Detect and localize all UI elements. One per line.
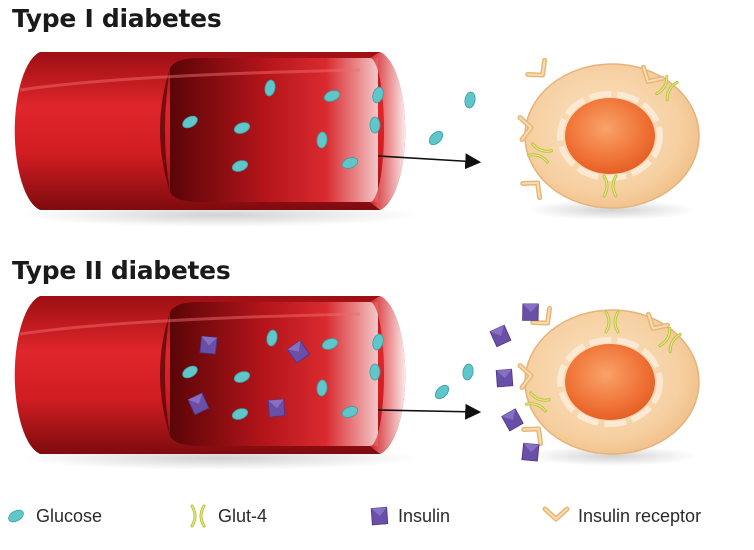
blood-vessel bbox=[15, 296, 406, 454]
legend-label-insulin-receptor: Insulin receptor bbox=[578, 506, 701, 527]
legend-label-glut4: Glut-4 bbox=[218, 506, 267, 527]
cell bbox=[520, 60, 699, 208]
insulin-icon bbox=[368, 505, 390, 528]
glut4-icon bbox=[192, 506, 204, 526]
glucose-icon bbox=[7, 508, 26, 525]
legend-label-glucose: Glucose bbox=[36, 506, 102, 527]
panel-title-type2: Type II diabetes bbox=[12, 256, 230, 285]
panel-type1 bbox=[15, 52, 699, 227]
cell bbox=[520, 308, 699, 454]
legend-label-insulin: Insulin bbox=[398, 506, 450, 527]
blood-vessel bbox=[15, 52, 406, 210]
panel-type2 bbox=[15, 296, 699, 470]
insulin-receptor-icon bbox=[545, 509, 567, 519]
panel-title-type1: Type I diabetes bbox=[12, 4, 221, 33]
